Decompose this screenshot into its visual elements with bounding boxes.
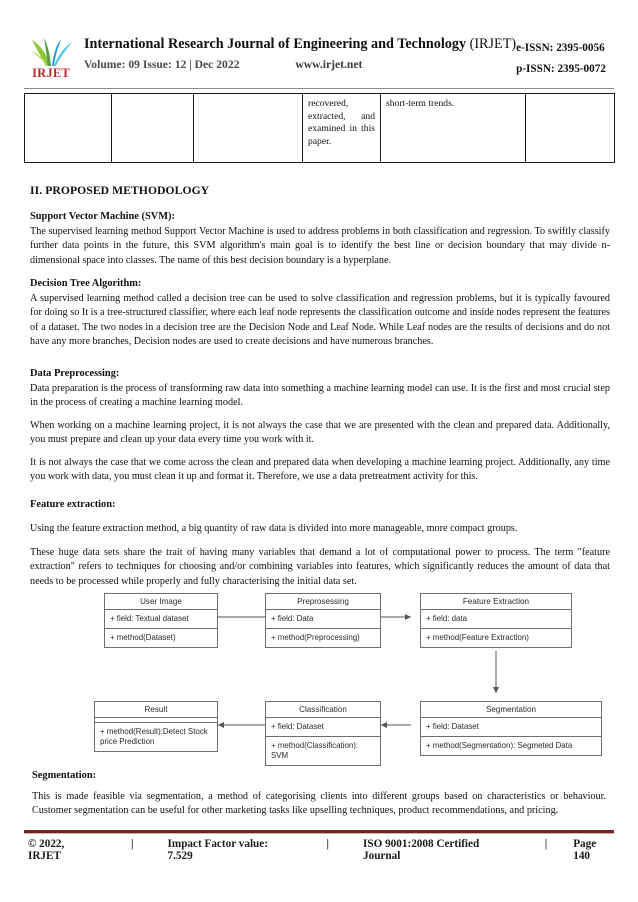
uml-field-user-image: + field: Textual dataset (105, 610, 217, 629)
uml-method-user-image: + method(Dataset) (110, 632, 176, 642)
footer-iso-certification: ISO 9001:2008 Certified Journal (363, 838, 480, 862)
page-title: II. PROPOSED METHODOLOGY (30, 184, 210, 197)
uml-field-classification: + field: Dataset (266, 718, 380, 737)
footer-impact-factor: Impact Factor value: 7.529 (167, 838, 268, 862)
uml-title-preprosessing: Preprosessing (266, 594, 380, 610)
uml-box-classification: Classification + field: Dataset + method… (265, 701, 381, 766)
uml-box-user-image: User Image + field: Textual dataset + me… (104, 593, 218, 648)
uml-field-preprosessing: + field: Data (266, 610, 380, 629)
table-cell-6 (525, 93, 615, 163)
paragraph-preprocessing-1: Data preparation is the process of trans… (30, 383, 610, 409)
uml-title-segmentation: Segmentation (421, 702, 601, 718)
paragraph-feature-1: Using the feature extraction method, a b… (30, 523, 518, 534)
footer-separator-2: | (326, 838, 330, 850)
heading-decision-tree: Decision Tree Algorithm: (30, 278, 142, 289)
uml-box-preprosessing: Preprosessing + field: Data + method(Pre… (265, 593, 381, 648)
footer-rule-secondary (24, 833, 614, 834)
uml-title-feature-extraction: Feature Extraction (421, 594, 571, 610)
logo-wordmark: IRJET (32, 66, 70, 80)
uml-field-feature-extraction: + field: data (421, 610, 571, 629)
page-footer: © 2022, IRJET | Impact Factor value: 7.5… (24, 838, 614, 862)
uml-method-preprosessing: + method(Preprocessing) (271, 632, 360, 642)
heading-segmentation: Segmentation: (32, 770, 97, 781)
footer-page-number: Page 140 (573, 838, 597, 862)
table-cell-2 (111, 93, 194, 163)
heading-preprocessing: Data Preprocessing: (30, 368, 120, 379)
e-issn: e-ISSN: 2395-0056 (516, 42, 605, 54)
uml-method-result: + method(Result):Detect Stock price Pred… (100, 727, 208, 746)
paragraph-svm: The supervised learning method Support V… (30, 226, 610, 266)
uml-box-segmentation: Segmentation + field: Dataset + method(S… (420, 701, 602, 756)
journal-abbr: (IRJET) (469, 36, 517, 52)
table-cell-4: recovered, extracted, and examined in th… (302, 93, 381, 163)
header-divider (24, 88, 614, 89)
uml-method-feature-extraction: + method(Feature Extraction) (426, 632, 529, 642)
uml-title-user-image: User Image (105, 594, 217, 610)
uml-title-classification: Classification (266, 702, 380, 718)
table-cell-5: short-term trends. (380, 93, 526, 163)
paragraph-feature-2: These huge data sets share the trait of … (30, 547, 610, 587)
leaf-logo-icon (31, 38, 72, 66)
header-subline: Volume: 09 Issue: 12 | Dec 2022 www.irje… (84, 58, 516, 71)
uml-box-feature-extraction: Feature Extraction + field: data + metho… (420, 593, 572, 648)
footer-separator-1: | (131, 838, 134, 850)
issn-block: e-ISSN: 2395-0056 p-ISSN: 2395-0072 (516, 36, 636, 79)
journal-url[interactable]: www.irjet.net (295, 57, 363, 71)
uml-field-result (95, 718, 217, 723)
table-cell-3 (193, 93, 303, 163)
paragraph-decision-tree: A supervised learning method called a de… (30, 293, 610, 348)
uml-box-result: Result + method(Result):Detect Stock pri… (94, 701, 218, 752)
footer-rule-primary (24, 830, 614, 833)
continued-table: recovered, extracted, and examined in th… (24, 93, 615, 163)
journal-title-line: International Research Journal of Engine… (84, 36, 516, 54)
p-issn: p-ISSN: 2395-0072 (516, 62, 606, 75)
uml-method-classification: + method(Classification): SVM (271, 740, 359, 760)
architecture-diagram: User Image + field: Textual dataset + me… (0, 585, 638, 766)
table-cell-1 (24, 93, 112, 163)
heading-feature-extraction: Feature extraction: (30, 499, 116, 510)
table-body: recovered, extracted, and examined in th… (24, 93, 615, 163)
irjet-logo: IRJET (24, 37, 78, 83)
paragraph-segmentation: This is made feasible via segmentation, … (32, 791, 606, 817)
paragraph-preprocessing-3: It is not always the case that we come a… (30, 457, 610, 483)
heading-svm: Support Vector Machine (SVM): (30, 211, 175, 222)
uml-method-segmentation: + method(Segmentation): Segmeted Data (426, 740, 573, 750)
page-header: IRJET International Research Journal of … (24, 36, 614, 86)
volume-issue: Volume: 09 Issue: 12 | Dec 2022 (84, 57, 240, 71)
header-center: International Research Journal of Engine… (78, 36, 516, 71)
uml-title-result: Result (95, 702, 217, 718)
footer-copyright: © 2022, IRJET (28, 838, 65, 862)
footer-separator-3: | (544, 838, 548, 850)
uml-field-segmentation: + field: Dataset (421, 718, 601, 737)
table-row: recovered, extracted, and examined in th… (24, 93, 615, 163)
journal-title: International Research Journal of Engine… (84, 36, 467, 52)
paragraph-preprocessing-2: When working on a machine learning proje… (30, 420, 610, 446)
